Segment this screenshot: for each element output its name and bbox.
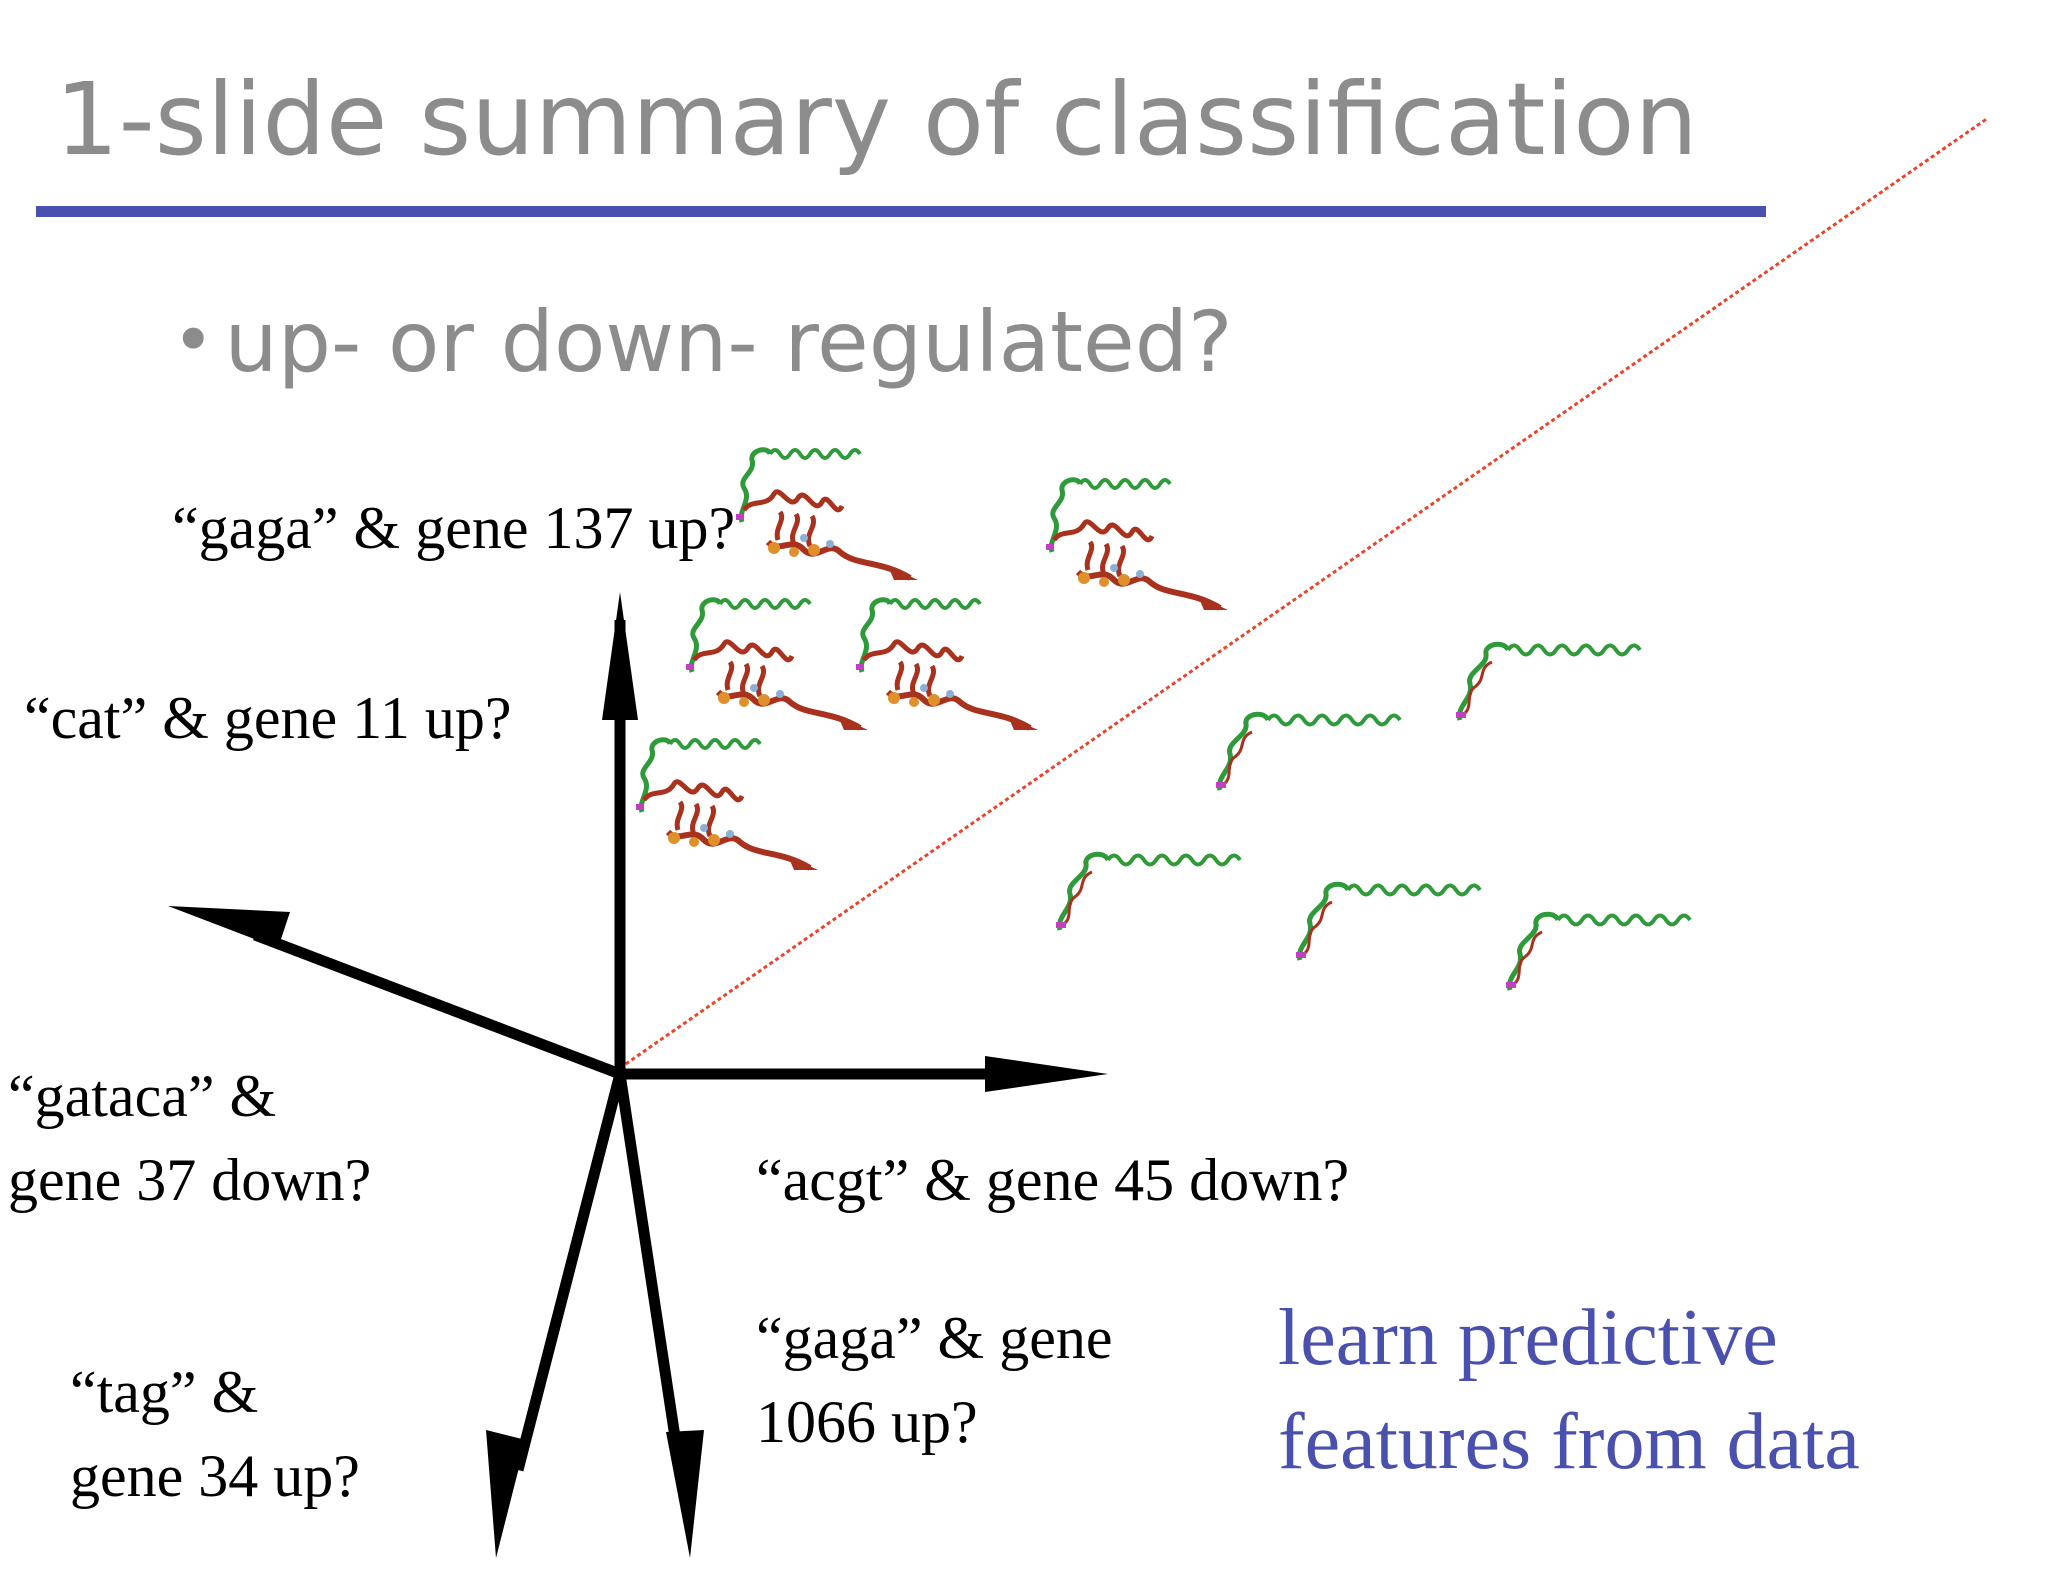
callout-line: learn predictive: [1278, 1294, 1778, 1382]
feature-label-gataca-37: “gataca” & gene 37 down?: [8, 1054, 371, 1222]
axis-down-arrow: [614, 1073, 686, 1471]
axis-up-arrowhead: [602, 592, 638, 720]
extended-helix-protein-icon: [1456, 644, 1640, 720]
extended-helix-protein-icon: [1216, 714, 1400, 790]
axis-right-arrowhead: [985, 1056, 1108, 1092]
folded-protein-icon: [686, 600, 868, 730]
feature-label-line: gene 34 up?: [70, 1443, 360, 1509]
axis-upleft-arrow: [253, 929, 622, 1080]
bullet-item: •up- or down- regulated?: [172, 300, 1233, 384]
callout-line: features from data: [1278, 1398, 1860, 1486]
extended-helix-protein-icon: [1056, 854, 1240, 930]
feature-label-tag-34: “tag” & gene 34 up?: [70, 1350, 360, 1518]
decision-boundary-line: [619, 116, 1989, 1070]
feature-label-line: 1066 up?: [756, 1389, 978, 1455]
feature-axes: [168, 592, 1108, 1558]
folded-protein-icon: [856, 600, 1038, 730]
folded-protein-icon: [736, 450, 918, 580]
feature-label-line: “cat” & gene 11 up?: [24, 685, 512, 751]
feature-label-line: “gaga” & gene: [756, 1305, 1113, 1371]
feature-label-line: “tag” &: [70, 1359, 259, 1425]
feature-label-line: “acgt” & gene 45 down?: [756, 1147, 1350, 1213]
folded-protein-icon: [1046, 480, 1228, 610]
feature-label-gaga-137: “gaga” & gene 137 up?: [172, 486, 735, 570]
axis-downleft-arrowhead: [486, 1430, 526, 1558]
feature-label-line: “gaga” & gene 137 up?: [172, 495, 736, 561]
axis-upleft-arrowhead: [168, 906, 290, 948]
folded-protein-icon: [636, 740, 818, 870]
slide-title: 1-slide summary of classification: [55, 61, 1698, 178]
feature-label-cat-11: “cat” & gene 11 up?: [24, 676, 512, 760]
axis-downleft-arrow: [512, 1072, 626, 1472]
feature-label-acgt-45: “acgt” & gene 45 down?: [756, 1138, 1349, 1222]
feature-label-gaga-1066: “gaga” & gene 1066 up?: [756, 1296, 1112, 1464]
title-underline: [36, 206, 1766, 217]
extended-helix-protein-icon: [1296, 884, 1480, 960]
bullet-text: up- or down- regulated?: [224, 293, 1233, 391]
axis-down-arrowhead: [666, 1430, 704, 1558]
feature-label-line: gene 37 down?: [8, 1147, 372, 1213]
feature-label-line: “gataca” &: [8, 1063, 277, 1129]
bullet-dot-icon: •: [172, 298, 215, 382]
down-regulated-cluster: [1056, 644, 1690, 990]
callout-text: learn predictive features from data: [1278, 1286, 1860, 1494]
extended-helix-protein-icon: [1506, 914, 1690, 990]
